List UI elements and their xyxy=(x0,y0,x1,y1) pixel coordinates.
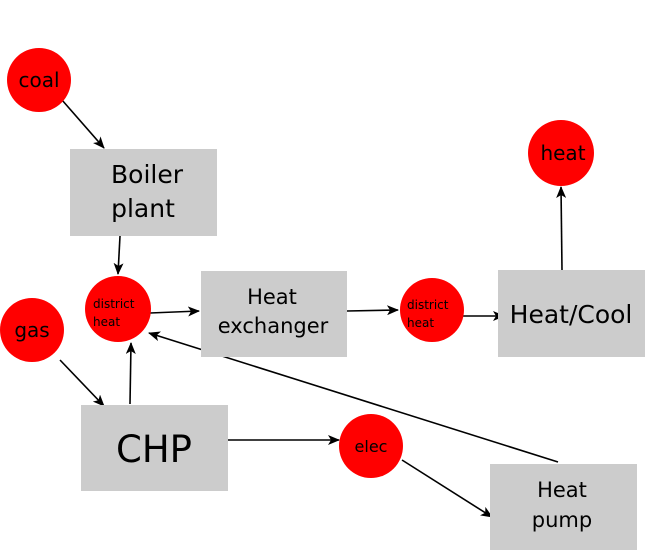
gas-label: gas xyxy=(14,318,49,342)
heat-label: heat xyxy=(540,141,585,165)
bus-coal: coal xyxy=(7,48,71,112)
edge-elec-to-heat-pump xyxy=(401,459,493,518)
edge-coal-to-boiler xyxy=(61,99,105,149)
process-chp: CHP xyxy=(81,405,228,491)
process-heat-exchanger: Heat exchanger xyxy=(201,271,347,357)
heat-pump-label-line2: pump xyxy=(532,508,592,532)
edge-boiler-to-district-heat xyxy=(113,235,124,275)
edge-heat-cool-to-heat xyxy=(556,186,567,271)
district-heat-1-label-line1: district xyxy=(93,297,135,311)
edge-heat-exchanger-to-district-heat xyxy=(346,305,399,316)
bus-gas: gas xyxy=(0,298,64,362)
bus-heat: heat xyxy=(528,120,594,186)
heat-pump-label-line1: Heat xyxy=(537,478,587,502)
coal-label: coal xyxy=(18,68,59,92)
edge-gas-to-chp xyxy=(59,359,105,407)
bus-elec: elec xyxy=(339,414,403,478)
edge-chp-to-district-heat xyxy=(125,342,136,405)
elec-label: elec xyxy=(355,437,388,456)
edge-district-heat-to-heat-exchanger xyxy=(149,306,200,317)
process-heat-cool: Heat/Cool xyxy=(498,270,645,357)
boiler-plant-label-line1: Boiler xyxy=(111,160,184,189)
heat-exchanger-label-line2: exchanger xyxy=(218,314,329,338)
bus-district-heat-1: district heat xyxy=(85,276,151,342)
boiler-plant-label-line2: plant xyxy=(111,194,175,223)
district-heat-2-label-line2: heat xyxy=(407,316,434,330)
bus-district-heat-2: district heat xyxy=(400,278,464,342)
process-boiler-plant: Boiler plant xyxy=(70,149,217,236)
chp-label: CHP xyxy=(116,428,192,471)
district-heat-2-label-line1: district xyxy=(407,298,449,312)
heat-cool-label: Heat/Cool xyxy=(510,300,633,329)
heat-exchanger-label-line1: Heat xyxy=(247,285,297,309)
district-heat-1-label-line2: heat xyxy=(93,315,120,329)
process-heat-pump: Heat pump xyxy=(490,464,637,550)
